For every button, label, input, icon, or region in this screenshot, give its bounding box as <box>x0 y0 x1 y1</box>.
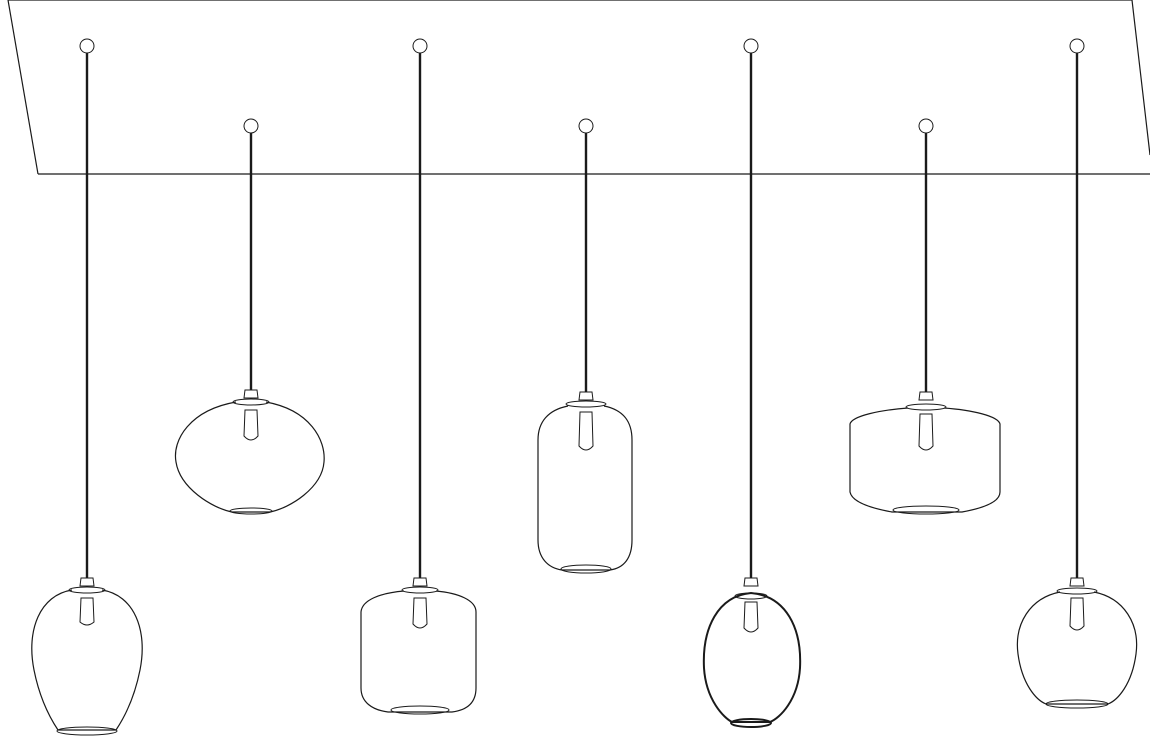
socket-cap <box>918 391 934 401</box>
glass-shade <box>360 590 477 713</box>
bulb-icon <box>1069 597 1085 631</box>
socket-cap <box>243 389 259 399</box>
glass-shade <box>849 407 1001 513</box>
mount-point <box>243 118 259 134</box>
pendant-ovoid <box>702 577 802 728</box>
mount-point <box>79 38 95 54</box>
glass-shade <box>537 405 633 571</box>
pendant-tall-capsule <box>537 391 633 574</box>
glass-shade <box>1016 591 1138 705</box>
socket-cap <box>79 577 95 587</box>
mount-point <box>918 118 934 134</box>
socket-cap <box>1069 577 1085 587</box>
shade-opening <box>730 718 772 728</box>
pendant-sphere <box>1016 577 1138 709</box>
socket-cap <box>412 577 428 587</box>
shade-rim <box>565 400 607 408</box>
shade-opening <box>892 505 960 515</box>
mount-points <box>79 38 1085 134</box>
shade-rim <box>232 398 270 406</box>
bulb-icon <box>412 597 428 629</box>
mount-point <box>578 118 594 134</box>
shade-opening <box>56 726 118 736</box>
shade-rim <box>1056 587 1098 595</box>
shade-opening <box>229 507 273 515</box>
mount-point <box>743 38 759 54</box>
shade-rim <box>401 586 439 594</box>
shade-opening <box>390 705 450 715</box>
bulb-icon <box>243 409 259 441</box>
canopy-plate <box>7 0 1150 175</box>
pendant-drum <box>849 391 1001 515</box>
shade-rim <box>905 403 947 411</box>
socket-cap <box>578 391 594 401</box>
shade-opening <box>1045 699 1109 709</box>
pendant-flat-oval <box>174 389 325 515</box>
mount-point <box>412 38 428 54</box>
shade-rim <box>68 586 106 594</box>
mount-point <box>1069 38 1085 54</box>
bulb-icon <box>743 601 759 633</box>
shade-opening <box>560 564 612 574</box>
socket-cap <box>743 577 759 587</box>
pendant-egg-taper <box>31 577 143 736</box>
bulb-icon <box>918 413 934 451</box>
pendant-cylinder <box>360 577 477 715</box>
glass-shade <box>31 589 143 731</box>
bulb-icon <box>578 411 594 451</box>
glass-shade <box>174 401 325 513</box>
glass-shade <box>702 591 802 723</box>
bulb-icon <box>79 597 95 626</box>
cords <box>85 53 1079 578</box>
